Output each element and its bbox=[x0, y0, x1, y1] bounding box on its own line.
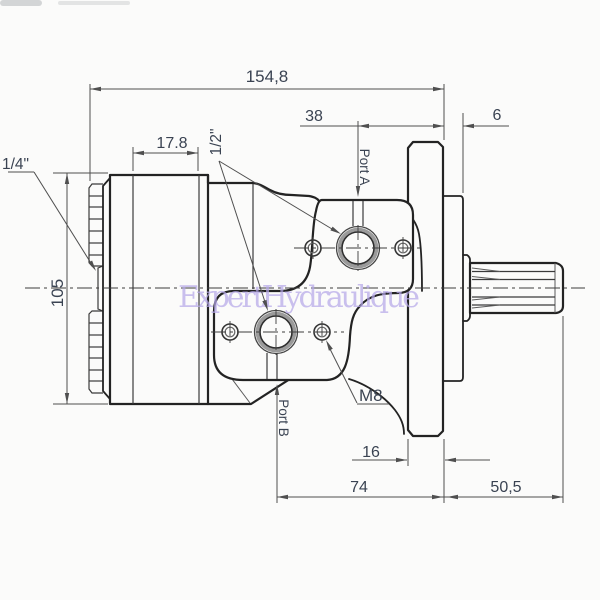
dim-shaft-length: 50,5 bbox=[444, 316, 564, 503]
leader-bolt-thread: M8 bbox=[326, 340, 389, 405]
centerlines bbox=[25, 225, 585, 355]
label-port-thread: 1/2" bbox=[208, 128, 225, 155]
arrowhead bbox=[463, 123, 474, 129]
dim-rear-section-value: 17.8 bbox=[156, 135, 187, 152]
dim-shaft-length-value: 50,5 bbox=[490, 479, 521, 496]
motor-body bbox=[108, 173, 210, 406]
arrowhead bbox=[396, 457, 407, 463]
dim-body-height-value: 105 bbox=[48, 279, 67, 307]
arrowhead bbox=[187, 150, 198, 156]
arrowhead bbox=[552, 494, 563, 500]
pilot-boss bbox=[442, 195, 464, 382]
arrowhead bbox=[64, 173, 70, 184]
dim-overall-length: 154,8 bbox=[89, 67, 445, 181]
mounting-flange bbox=[406, 140, 445, 438]
dim-rear-section: 17.8 bbox=[132, 135, 199, 171]
dim-port-a-to-flange-value: 38 bbox=[305, 108, 323, 125]
hydraulic-motor bbox=[88, 140, 565, 438]
arrowhead bbox=[277, 494, 288, 500]
shaft-splines bbox=[471, 267, 555, 309]
arrowhead bbox=[445, 457, 456, 463]
drain-port-neck bbox=[97, 265, 104, 312]
arrowhead bbox=[88, 260, 96, 271]
arrowhead bbox=[326, 340, 333, 351]
dim-port-b-to-flange-value: 74 bbox=[350, 479, 368, 496]
arrowhead bbox=[358, 123, 369, 129]
leader-drain-port: 1/4" bbox=[2, 156, 96, 271]
dim-port-b-to-flange: 74 bbox=[277, 479, 444, 500]
leader-port-thread: 1/2" bbox=[208, 128, 341, 311]
arrowhead bbox=[355, 186, 361, 197]
label-port-b: Port B bbox=[276, 399, 291, 437]
arrowhead bbox=[447, 494, 458, 500]
arrowhead bbox=[330, 226, 341, 234]
leader-port-b: Port B bbox=[274, 384, 291, 503]
arrowhead bbox=[262, 299, 268, 311]
dim-pilot-protrusion-value: 6 bbox=[493, 107, 502, 124]
arrowhead bbox=[433, 86, 444, 92]
label-bolt-thread: M8 bbox=[359, 386, 383, 405]
arrowhead bbox=[133, 150, 144, 156]
label-port-a: Port A bbox=[357, 149, 372, 186]
arrowhead bbox=[64, 393, 70, 404]
dim-flange-thickness: 16 bbox=[352, 439, 490, 503]
arrowhead bbox=[90, 86, 101, 92]
port-slots bbox=[266, 201, 364, 379]
dim-body-height: 105 bbox=[48, 172, 108, 405]
dim-overall-length-value: 154,8 bbox=[246, 67, 289, 86]
arrowhead bbox=[274, 384, 280, 395]
rear-serrations bbox=[88, 183, 104, 394]
scan-artifacts bbox=[0, 0, 130, 6]
dim-pilot-protrusion: 6 bbox=[462, 107, 509, 193]
leader-port-a: Port A bbox=[355, 121, 372, 197]
label-drain-port: 1/4" bbox=[2, 156, 29, 173]
arrowhead bbox=[432, 494, 443, 500]
arrowhead bbox=[433, 123, 444, 129]
port-face bbox=[212, 198, 415, 382]
watermark-text: ExpertHydraulique bbox=[178, 280, 420, 315]
dim-flange-thickness-value: 16 bbox=[362, 444, 380, 461]
dim-port-a-to-flange: 38 bbox=[300, 108, 444, 129]
